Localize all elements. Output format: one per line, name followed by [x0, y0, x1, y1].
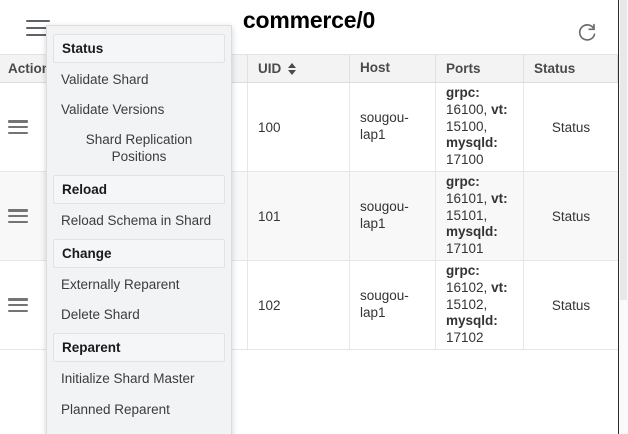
- shard-actions-menu: Status Validate Shard Validate Versions …: [46, 25, 232, 434]
- menu-item-validate-versions[interactable]: Validate Versions: [61, 102, 165, 118]
- row-host-value: sougou-lap1: [360, 199, 409, 231]
- port-name-mysqld: mysqld:: [446, 313, 498, 329]
- row-menu-icon[interactable]: [8, 298, 28, 312]
- content-divider: [618, 0, 619, 434]
- column-header-status[interactable]: Status: [524, 55, 618, 82]
- refresh-icon[interactable]: [576, 22, 598, 44]
- row-host-cell: sougou-lap1: [350, 261, 436, 349]
- row-ports-value: grpc: 16102, vt: 15102, mysqld: 17102: [446, 263, 513, 347]
- port-value-mysqld: 17100: [446, 152, 484, 168]
- row-ports-value: grpc: 16100, vt: 15100, mysqld: 17100: [446, 85, 513, 169]
- column-header-actions[interactable]: Actions: [0, 55, 248, 82]
- row-host-value: sougou-lap1: [360, 110, 409, 142]
- column-header-status-label: Status: [534, 61, 576, 76]
- row-uid-cell: 100: [248, 83, 350, 171]
- menu-item-reload-schema-in-shard[interactable]: Reload Schema in Shard: [61, 212, 212, 228]
- row-ports-cell: grpc: 16102, vt: 15102, mysqld: 17102: [436, 261, 524, 349]
- column-header-ports-label: Ports: [446, 61, 481, 76]
- hamburger-bar: [26, 34, 50, 36]
- row-host-cell: sougou-lap1: [350, 172, 436, 260]
- hamburger-icon[interactable]: [26, 20, 50, 36]
- menu-section-header-reparent: Reparent: [53, 333, 225, 363]
- menu-section-header-reload: Reload: [53, 174, 225, 204]
- column-header-uid-label: UID: [258, 61, 282, 76]
- row-actions-cell: [0, 83, 248, 171]
- row-actions-cell: [0, 261, 248, 349]
- row-uid-cell: 102: [248, 261, 350, 349]
- port-value-grpc: 16100,: [446, 101, 488, 117]
- port-name-mysqld: mysqld:: [446, 224, 498, 240]
- menu-item-planned-reparent[interactable]: Planned Reparent: [61, 401, 170, 417]
- port-name-grpc: grpc:: [446, 173, 480, 189]
- port-name-vt: vt:: [491, 190, 508, 206]
- port-value-vt: 15100,: [446, 118, 488, 134]
- menu-item-externally-reparent[interactable]: Externally Reparent: [61, 276, 180, 292]
- port-value-mysqld: 17102: [446, 330, 484, 346]
- row-menu-icon[interactable]: [8, 120, 28, 134]
- vertical-scrollbar-thumb[interactable]: [620, 0, 627, 300]
- menu-item-shard-replication-positions[interactable]: Shard Replication Positions: [85, 132, 193, 164]
- row-status-link[interactable]: Status: [551, 297, 591, 313]
- port-name-vt: vt:: [491, 101, 508, 117]
- port-value-grpc: 16101,: [446, 190, 488, 206]
- row-uid-cell: 101: [248, 172, 350, 260]
- column-header-uid[interactable]: UID: [248, 55, 350, 82]
- row-status-link[interactable]: Status: [551, 208, 591, 224]
- menu-item-emergency-reparent[interactable]: Emergency Reparent: [47, 425, 231, 434]
- menu-item-initialize-shard-master[interactable]: Initialize Shard Master: [61, 371, 195, 387]
- port-name-vt: vt:: [491, 279, 508, 295]
- sort-arrows-icon[interactable]: [288, 62, 297, 75]
- port-name-mysqld: mysqld:: [446, 135, 498, 151]
- column-header-host-label: Host: [360, 60, 390, 76]
- row-actions-cell: [0, 172, 248, 260]
- row-status-cell: Status: [524, 83, 618, 171]
- row-ports-value: grpc: 16101, vt: 15101, mysqld: 17101: [446, 174, 513, 258]
- port-value-mysqld: 17101: [446, 241, 484, 257]
- port-value-grpc: 16102,: [446, 279, 488, 295]
- menu-section-header-status: Status: [53, 34, 225, 63]
- row-status-cell: Status: [524, 261, 618, 349]
- row-ports-cell: grpc: 16100, vt: 15100, mysqld: 17100: [436, 83, 524, 171]
- hamburger-bar: [26, 27, 50, 29]
- port-value-vt: 15101,: [446, 207, 488, 223]
- menu-item-delete-shard[interactable]: Delete Shard: [61, 307, 140, 323]
- column-header-actions-label: Actions: [8, 61, 58, 76]
- column-header-host[interactable]: Host: [350, 55, 436, 82]
- hamburger-bar: [26, 20, 50, 22]
- menu-item-validate-shard[interactable]: Validate Shard: [61, 72, 149, 87]
- row-status-link[interactable]: Status: [551, 119, 591, 135]
- row-host-cell: sougou-lap1: [350, 83, 436, 171]
- port-value-vt: 15102,: [446, 296, 488, 312]
- port-name-grpc: grpc:: [446, 84, 480, 100]
- row-menu-icon[interactable]: [8, 209, 28, 223]
- row-host-value: sougou-lap1: [360, 288, 409, 320]
- menu-section-header-change: Change: [53, 238, 225, 268]
- row-ports-cell: grpc: 16101, vt: 15101, mysqld: 17101: [436, 172, 524, 260]
- row-status-cell: Status: [524, 172, 618, 260]
- port-name-grpc: grpc:: [446, 262, 480, 278]
- column-header-ports[interactable]: Ports: [436, 55, 524, 82]
